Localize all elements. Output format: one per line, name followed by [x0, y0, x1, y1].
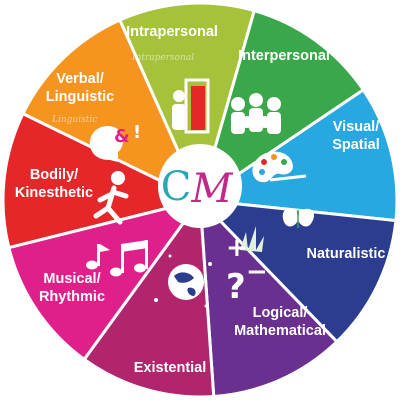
- svg-text:−: −: [246, 257, 268, 287]
- globe-stars-icon: [154, 254, 212, 308]
- segment-intrapersonal: [1, 111, 205, 250]
- label-line: Mathematical: [234, 323, 326, 339]
- butterfly-grass-icon: [240, 208, 315, 252]
- label-verbal-linguistic: Verbal/Linguistic: [46, 71, 114, 105]
- label-line: Kinesthetic: [15, 185, 93, 201]
- speech-head-icon: & !: [89, 122, 141, 162]
- svg-text:!: !: [133, 122, 141, 143]
- label-line: Logical/: [253, 305, 308, 321]
- watermark-linguistic: Linguistic: [51, 115, 97, 125]
- label-intrapersonal: Intrapersonal: [126, 24, 218, 40]
- label-line: Verbal/: [56, 71, 104, 87]
- watermark-intrapersonal: Intrapersonal: [131, 53, 194, 63]
- label-line: Spatial: [332, 137, 380, 153]
- label-line: Naturalistic: [307, 246, 386, 262]
- label-line: Interpersonal: [238, 48, 330, 64]
- segment-existential: [196, 198, 398, 344]
- label-line: Rhythmic: [39, 289, 105, 305]
- label-interpersonal: Interpersonal: [238, 48, 330, 64]
- math-symbols-icon: + ? −: [226, 233, 268, 307]
- running-person-icon: [93, 171, 129, 225]
- center-letter-m: M: [191, 166, 234, 212]
- segment-naturalistic: [197, 8, 366, 204]
- label-bodily-kinesthetic: Bodily/Kinesthetic: [15, 167, 93, 201]
- svg-text:&: &: [114, 126, 130, 147]
- paint-palette-icon: [252, 151, 307, 183]
- label-naturalistic: Naturalistic: [307, 246, 386, 262]
- label-line: Existential: [134, 360, 207, 376]
- segment-logical-mathematical: [195, 87, 399, 223]
- segment-bodily-kinesthetic: [82, 195, 216, 399]
- wheel-labels: IntrapersonalInterpersonalVisual/Spatial…: [15, 24, 386, 376]
- label-line: Visual/: [333, 119, 379, 135]
- group-of-people-icon: [231, 93, 281, 134]
- label-musical-rhythmic: Musical/Rhythmic: [39, 271, 105, 305]
- segment-musical-rhythmic: [198, 195, 339, 399]
- center-letter-c: C: [161, 164, 192, 210]
- label-line: Intrapersonal: [126, 24, 218, 40]
- label-logical-mathematical: Logical/Mathematical: [234, 305, 326, 339]
- center-badge: C M: [158, 144, 242, 228]
- music-notes-icon: [86, 240, 148, 277]
- label-existential: Existential: [134, 360, 207, 376]
- segment-verbal-linguistic: [7, 197, 204, 362]
- svg-text:+: +: [226, 233, 248, 263]
- svg-text:?: ?: [226, 267, 246, 307]
- label-line: Linguistic: [46, 89, 114, 105]
- label-visual-spatial: Visual/Spatial: [332, 119, 380, 153]
- segment-interpersonal: [20, 18, 204, 204]
- label-line: Musical/: [43, 271, 100, 287]
- person-at-door-icon: [172, 78, 210, 134]
- label-line: Bodily/: [30, 167, 78, 183]
